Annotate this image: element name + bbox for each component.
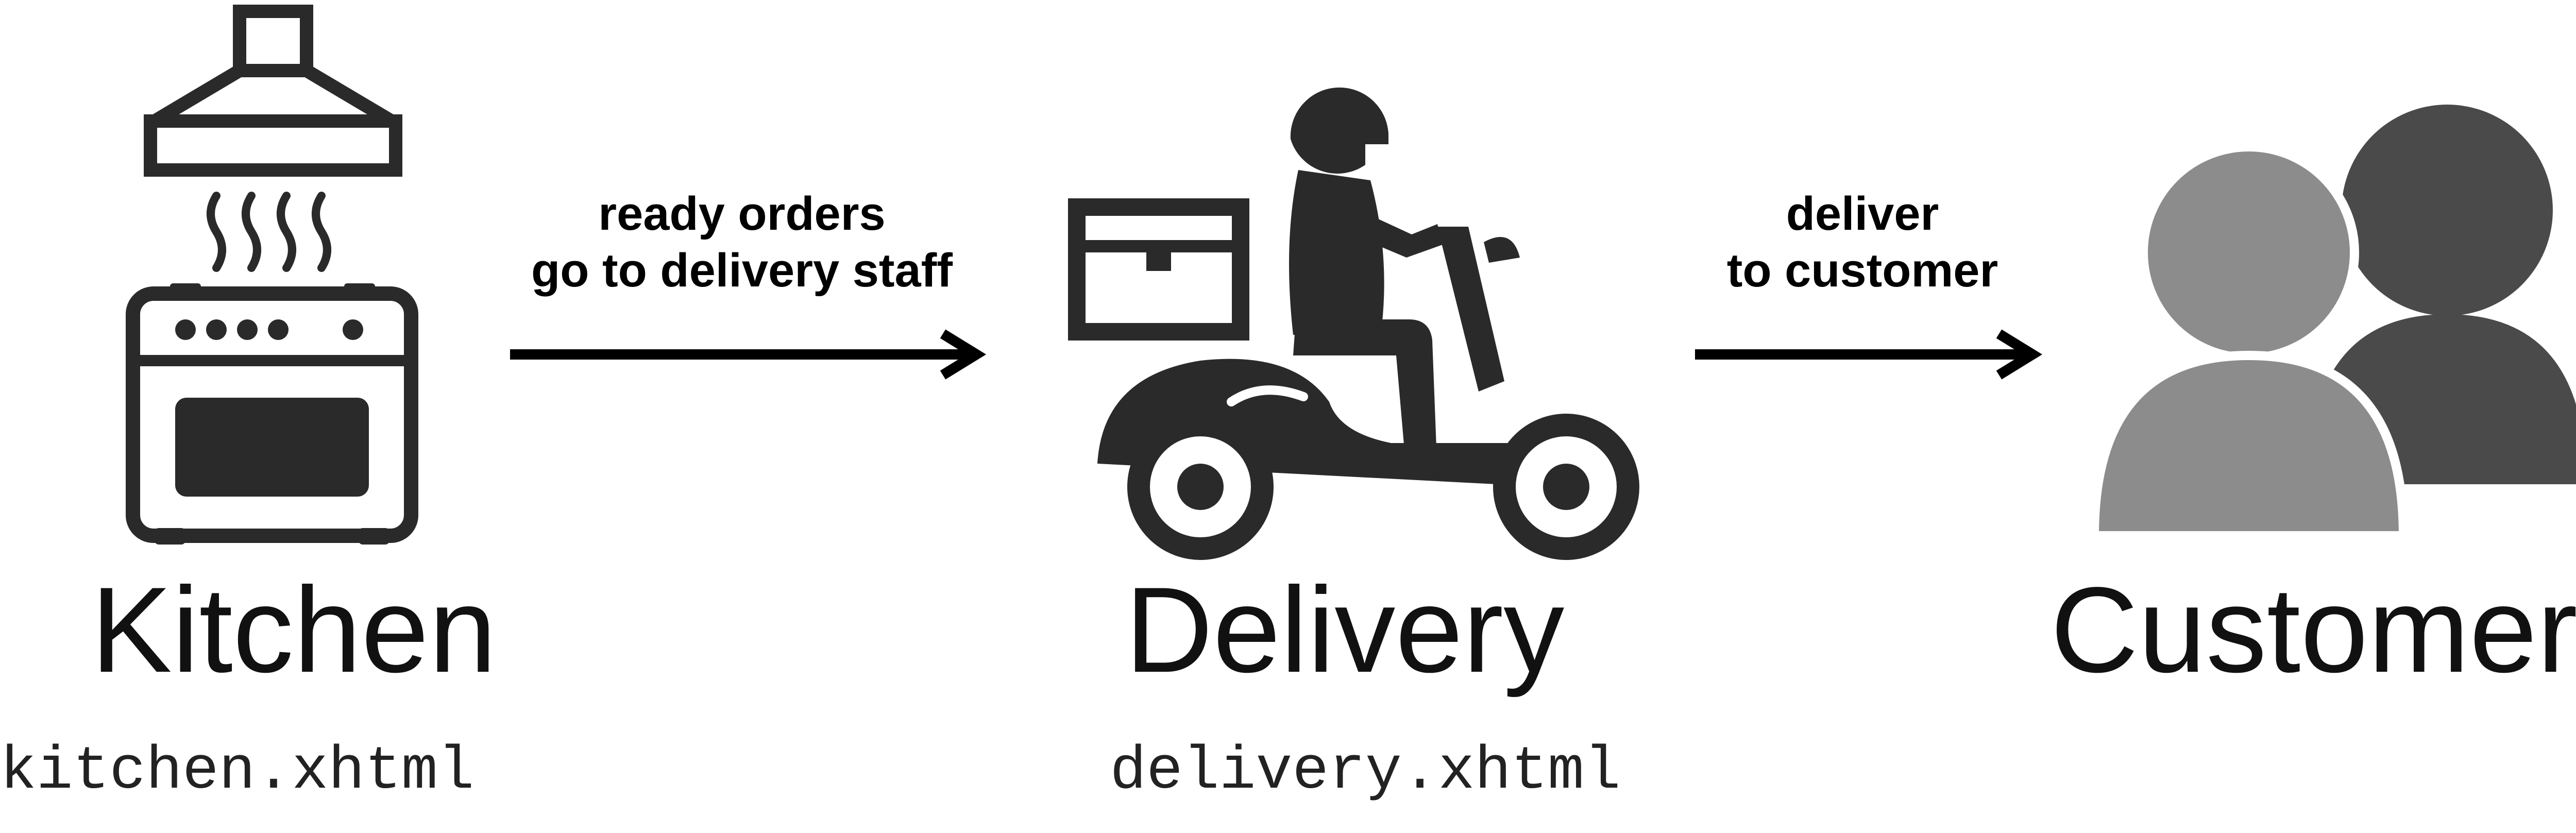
kitchen-stove-icon [126,5,418,545]
customers-icon [2089,105,2576,540]
arrow-label-line-1: ready orders [598,188,886,240]
delivery-title: Delivery [1125,562,1565,698]
kitchen-title: Kitchen [91,562,497,698]
arrow-label-line-1: deliver [1786,188,1939,240]
arrow-label-ready-orders: ready orders go to delivery staff [495,185,989,299]
arrow-kitchen-to-delivery [510,329,987,380]
delivery-filename: delivery.xhtml [1110,738,1621,806]
arrow-label-line-2: to customer [1726,244,1998,297]
arrow-label-deliver: deliver to customer [1680,185,2045,299]
customer-title: Customer [2050,562,2576,698]
kitchen-filename: kitchen.xhtml [0,738,474,806]
arrow-label-line-2: go to delivery staff [531,244,953,297]
delivery-scooter-icon [1068,87,1639,560]
arrow-delivery-to-customer [1695,329,2043,380]
